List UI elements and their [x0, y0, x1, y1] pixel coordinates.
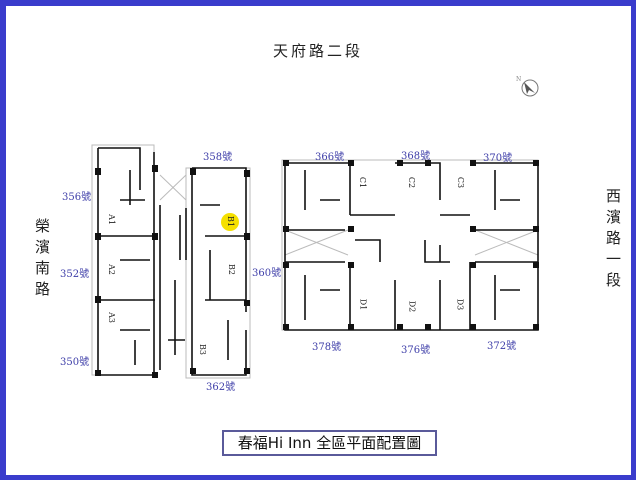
road-right-label: 西濱路一段 — [604, 188, 622, 293]
address-368: 368號 — [401, 151, 431, 162]
unit-b1-highlight — [221, 213, 239, 231]
unit-b2-label: B2 — [226, 264, 236, 275]
address-356: 356號 — [62, 192, 92, 203]
address-366: 366號 — [315, 152, 345, 163]
unit-b3-label: B3 — [197, 344, 207, 355]
address-362: 362號 — [206, 382, 236, 393]
unit-d1-label: D1 — [358, 298, 368, 311]
address-358: 358號 — [203, 152, 233, 163]
address-378: 378號 — [312, 342, 342, 353]
unit-a3-label: A3 — [106, 312, 116, 323]
unit-d2-label: D2 — [407, 300, 417, 313]
unit-a2-label: A2 — [106, 264, 116, 275]
unit-b1-label: B1 — [225, 216, 235, 227]
road-top-label: 天府路二段 — [272, 42, 363, 60]
unit-c2-label: C2 — [407, 176, 417, 189]
road-left-label: 榮濱南路 — [33, 218, 51, 302]
north-arrow-icon: N — [516, 74, 542, 102]
compass-label: N — [516, 76, 521, 83]
unit-d3-label: D3 — [455, 298, 465, 311]
address-352: 352號 — [60, 269, 90, 280]
unit-c3-label: C3 — [456, 176, 466, 189]
address-350: 350號 — [60, 357, 90, 368]
address-376: 376號 — [401, 345, 431, 356]
plan-title: 春福Hi Inn 全區平面配置圖 — [222, 430, 437, 456]
address-370: 370號 — [483, 153, 513, 164]
address-360: 360號 — [252, 268, 282, 279]
address-372: 372號 — [487, 341, 517, 352]
unit-a1-label: A1 — [106, 214, 116, 225]
unit-c1-label: C1 — [358, 176, 368, 189]
